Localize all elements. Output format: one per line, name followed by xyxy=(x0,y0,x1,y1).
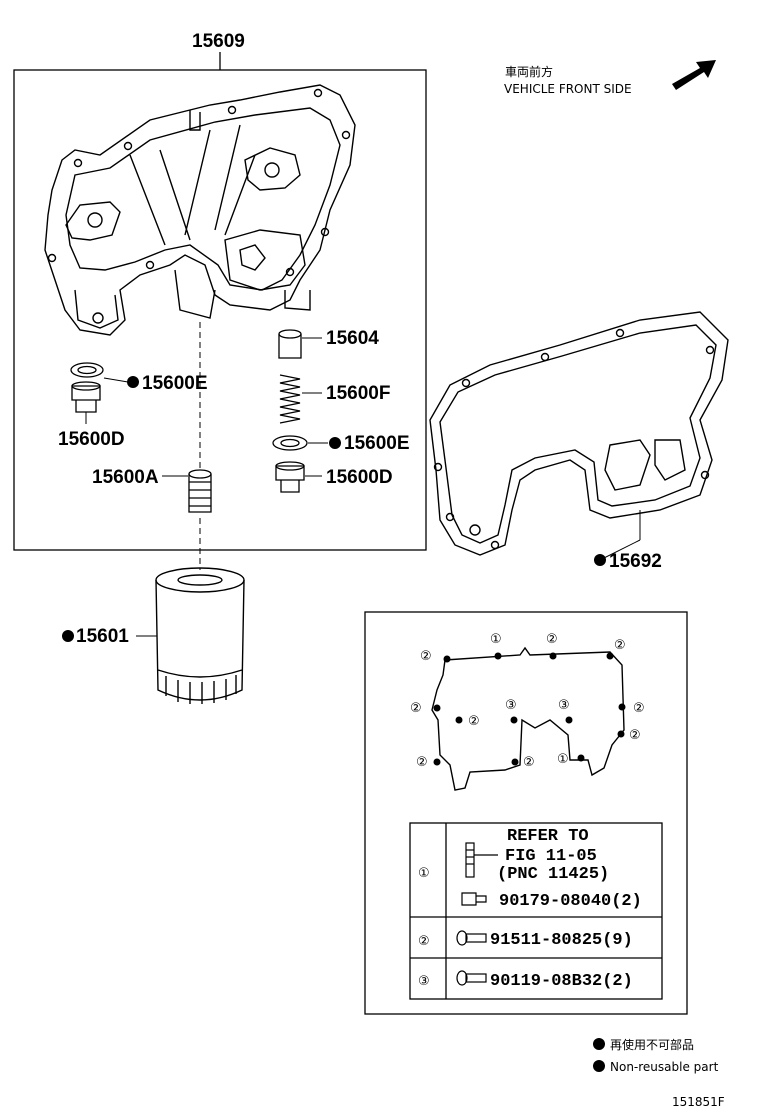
row3-part-number[interactable]: 90119-08B32(2) xyxy=(490,972,633,991)
direction-jp: 車両前方 xyxy=(505,64,553,79)
bolt-layout-box xyxy=(364,611,688,1015)
legend-dot-icon xyxy=(593,1038,605,1050)
svg-text:②: ② xyxy=(629,728,641,743)
label-15601[interactable]: 15601 xyxy=(76,626,129,647)
row3-number: ③ xyxy=(418,974,430,989)
label-15600E-left[interactable]: 15600E xyxy=(142,373,208,394)
svg-text:②: ② xyxy=(410,701,422,716)
stud-bolt-icon xyxy=(465,842,498,878)
svg-text:②: ② xyxy=(468,714,480,729)
row1-refer-line3: (PNC 11425) xyxy=(497,865,609,884)
label-15600D-left[interactable]: 15600D xyxy=(58,429,125,450)
legend-en: Non-reusable part xyxy=(610,1060,719,1074)
svg-text:①: ① xyxy=(490,632,502,647)
row1-number: ① xyxy=(418,866,430,881)
gasket-15600E-left[interactable] xyxy=(70,362,104,378)
legend-dot-icon xyxy=(593,1060,605,1072)
washer-bolt-icon xyxy=(456,970,487,986)
valve-15604[interactable] xyxy=(278,329,302,359)
front-arrow-icon xyxy=(672,60,716,90)
label-15600A[interactable]: 15600A xyxy=(92,467,159,488)
non-reusable-marker xyxy=(62,630,74,642)
row1-refer-line2: FIG 11-05 xyxy=(505,847,597,866)
svg-text:①: ① xyxy=(557,752,569,767)
row1-refer-line1: REFER TO xyxy=(507,827,589,846)
oil-filter-bracket[interactable] xyxy=(44,84,356,336)
main-part-number[interactable]: 15609 xyxy=(192,31,245,52)
svg-text:②: ② xyxy=(416,755,428,770)
svg-text:③: ③ xyxy=(558,698,570,713)
svg-text:②: ② xyxy=(546,632,558,647)
bolt-points xyxy=(433,652,626,766)
label-15600F[interactable]: 15600F xyxy=(326,383,390,404)
label-15692[interactable]: 15692 xyxy=(609,551,662,572)
bolt-markers: ② ① ② ② ② ② ③ ③ ② ② ② ② ① xyxy=(410,632,645,770)
svg-text:②: ② xyxy=(614,638,626,653)
row2-number: ② xyxy=(418,934,430,949)
oil-filter-15601[interactable] xyxy=(155,567,245,704)
label-15600E-right[interactable]: 15600E xyxy=(344,433,410,454)
plug-15600D-left[interactable] xyxy=(71,381,101,413)
legend-jp: 再使用不可部品 xyxy=(610,1037,694,1052)
non-reusable-marker xyxy=(594,554,606,566)
flange-bolt-icon xyxy=(461,892,487,906)
svg-text:②: ② xyxy=(523,755,535,770)
figure-id: 151851F xyxy=(672,1095,725,1109)
row2-part-number[interactable]: 91511-80825(9) xyxy=(490,931,633,950)
plug-15600D-right[interactable] xyxy=(275,461,305,493)
label-15600D-right[interactable]: 15600D xyxy=(326,467,393,488)
svg-text:②: ② xyxy=(633,701,645,716)
bolt-table xyxy=(409,822,663,1000)
hex-bolt-icon xyxy=(456,930,487,946)
label-15604[interactable]: 15604 xyxy=(326,328,379,349)
union-15600A[interactable] xyxy=(188,469,212,513)
svg-text:②: ② xyxy=(420,649,432,664)
bolt-layout-outline xyxy=(431,646,625,791)
gasket-15692[interactable] xyxy=(429,311,729,556)
direction-en: VEHICLE FRONT SIDE xyxy=(504,82,632,96)
non-reusable-marker xyxy=(329,437,341,449)
spring-15600F[interactable] xyxy=(279,374,301,424)
assembly-group-box xyxy=(13,69,427,551)
svg-text:③: ③ xyxy=(505,698,517,713)
row1-part-number[interactable]: 90179-08040(2) xyxy=(499,892,642,911)
gasket-15600E-right[interactable] xyxy=(272,435,308,451)
non-reusable-marker xyxy=(127,376,139,388)
